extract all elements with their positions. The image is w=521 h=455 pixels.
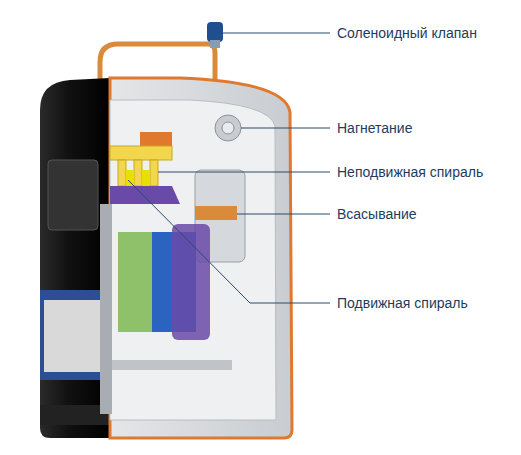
part-label: Нагнетание: [337, 119, 412, 137]
fixed-scroll: [110, 146, 172, 160]
motor-winding: [172, 224, 210, 340]
scroll-wrap: [150, 160, 158, 186]
suction-fitting: [195, 206, 237, 220]
crankshaft: [100, 204, 112, 414]
cutaway-interior: [110, 100, 276, 420]
label-sticker: [44, 300, 106, 372]
scroll-wrap: [118, 160, 126, 186]
leader-line: [158, 172, 330, 173]
leader-line: [128, 180, 330, 303]
leader-line: [223, 33, 330, 34]
orbiting-scroll: [110, 186, 180, 204]
part-label: Неподвижная спираль: [337, 163, 483, 181]
discharge-chamber: [140, 132, 172, 146]
leader-line: [237, 214, 330, 215]
shell-window: [48, 160, 98, 230]
orbiting-wrap: [126, 170, 134, 186]
scroll-wrap: [134, 160, 142, 186]
label-sticker-band: [40, 290, 110, 380]
part-label: Всасывание: [337, 205, 417, 223]
solenoid-valve: [207, 22, 223, 42]
compressor-shell: [40, 78, 110, 438]
part-label: Соленоидный клапан: [337, 24, 477, 42]
orbiting-wrap: [142, 170, 150, 186]
discharge-port: [222, 122, 234, 134]
leader-line: [241, 128, 330, 129]
cutaway-shell: [110, 78, 292, 438]
solenoid-valve-body: [210, 40, 220, 48]
lower-bearing: [112, 360, 232, 370]
discharge-fitting: [215, 115, 241, 141]
part-label: Подвижная спираль: [337, 294, 468, 312]
motor-rotor: [118, 232, 152, 332]
